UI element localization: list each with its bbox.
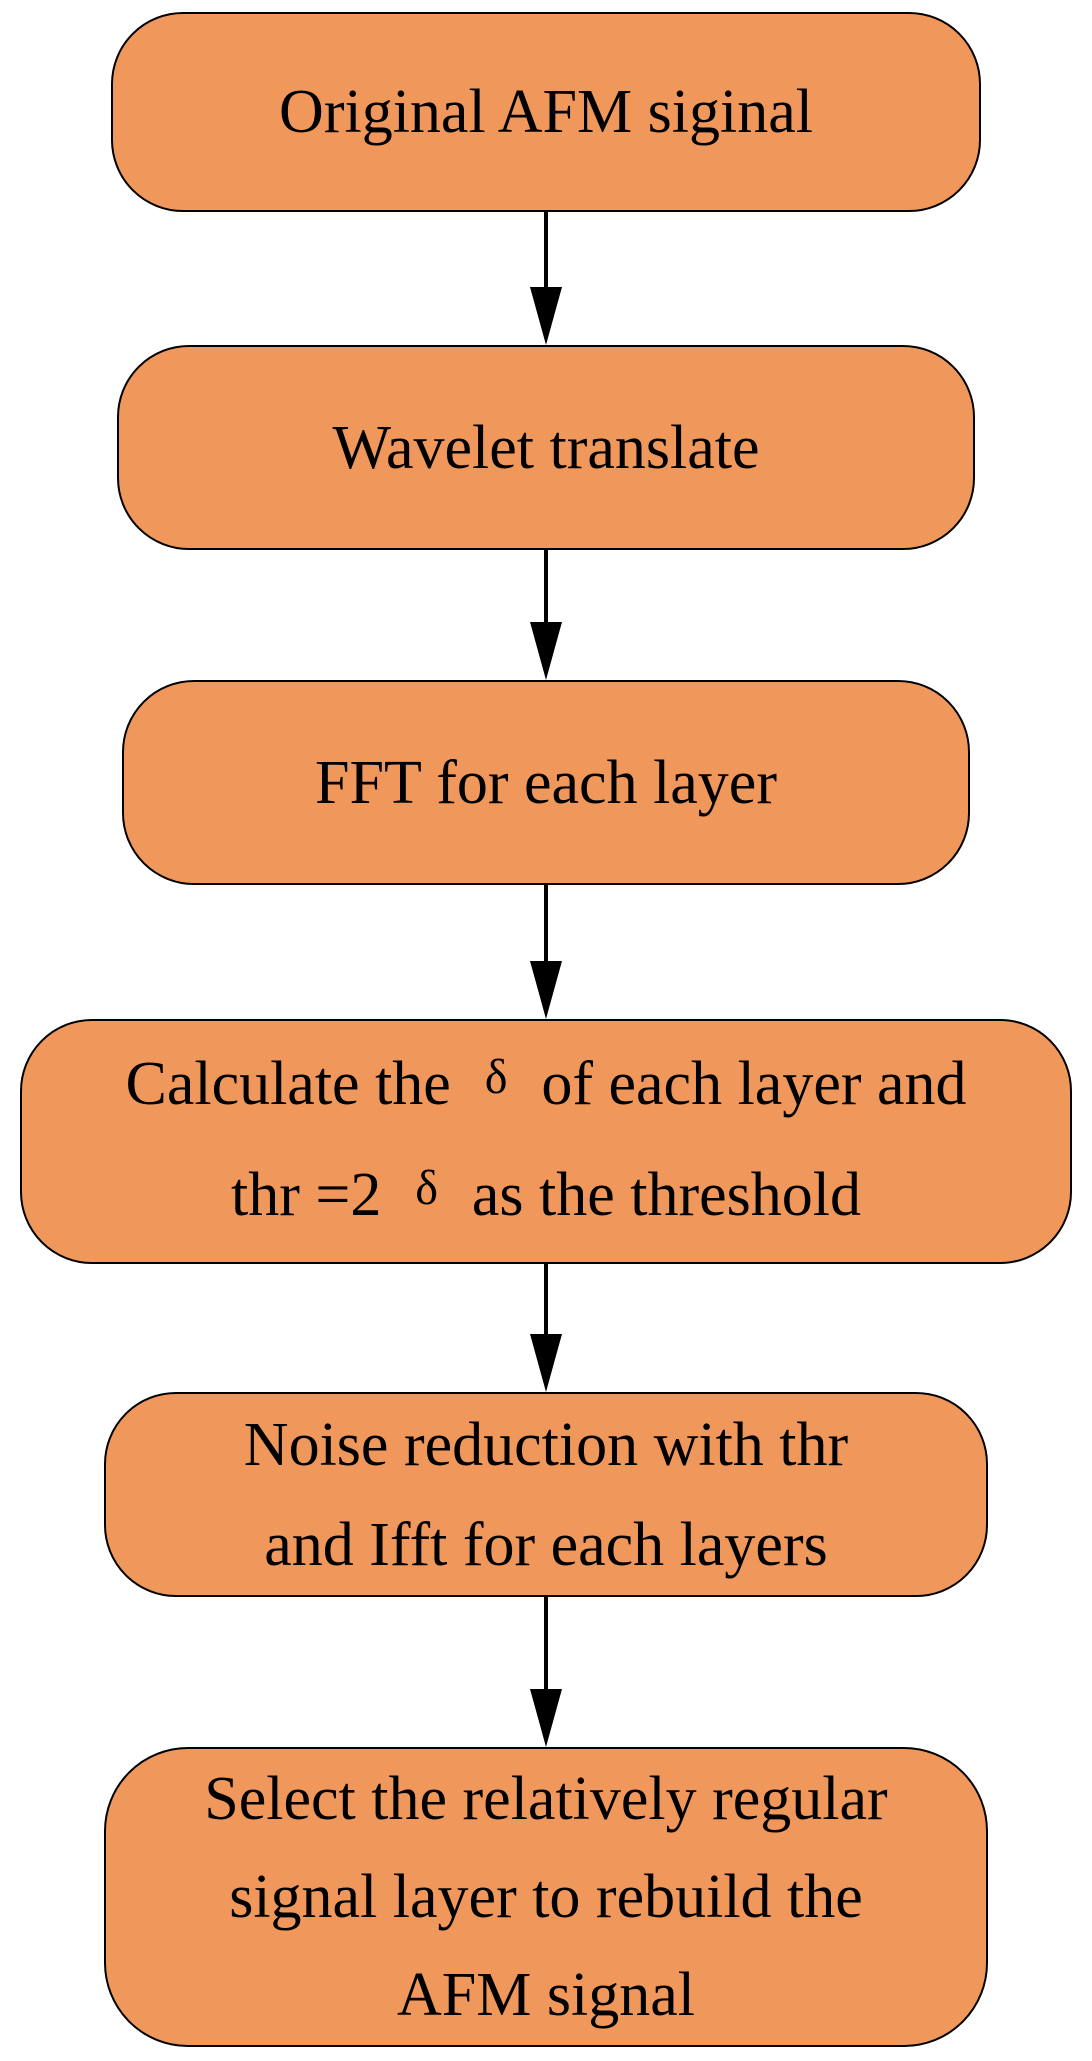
threshold-line1-post: of each layer and (541, 1049, 967, 1118)
node-calculate-threshold: Calculate the δ of each layer and thr =2… (20, 1019, 1072, 1264)
node-text: and Ifft for each layers (264, 1510, 828, 1579)
node-text: Noise reduction with thr (243, 1410, 849, 1479)
node-original-afm-signal: Original AFM siginal (111, 12, 981, 212)
threshold-line1-pre: Calculate the (125, 1049, 451, 1118)
node-text: thr =2 δ as the threshold (231, 1142, 861, 1253)
flow-arrow-2 (530, 550, 562, 680)
threshold-line2-post: as the threshold (471, 1160, 862, 1229)
delta-symbol: δ (415, 1161, 438, 1215)
node-fft-each-layer: FFT for each layer (122, 680, 970, 885)
node-text: AFM signal (397, 1961, 695, 2029)
node-text: Calculate the δ of each layer and (125, 1031, 966, 1142)
flow-arrow-5 (530, 1597, 562, 1747)
node-noise-reduction-ifft: Noise reduction with thr and Ifft for ea… (104, 1392, 988, 1597)
node-text: Select the relatively regular (204, 1765, 888, 1833)
flow-arrow-4 (530, 1264, 562, 1392)
flow-arrow-1 (530, 212, 562, 345)
node-text: Original AFM siginal (279, 78, 813, 146)
node-text: Wavelet translate (332, 413, 760, 482)
delta-symbol: δ (484, 1050, 508, 1104)
node-text: FFT for each layer (315, 748, 777, 817)
threshold-line2-pre: thr =2 (230, 1160, 382, 1229)
node-wavelet-translate: Wavelet translate (117, 345, 975, 550)
node-select-rebuild-signal: Select the relatively regular signal lay… (104, 1747, 988, 2047)
node-text: signal layer to rebuild the (229, 1863, 863, 1931)
flow-arrow-3 (530, 885, 562, 1019)
